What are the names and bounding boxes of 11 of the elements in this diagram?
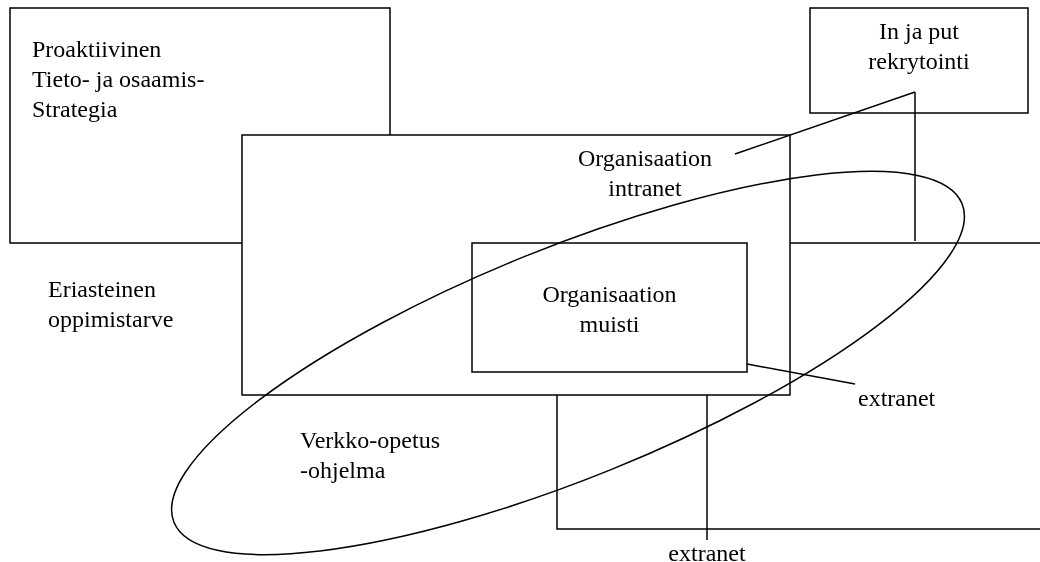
node-text: Organisaation muisti xyxy=(541,280,678,339)
node-text: In ja put rekrytointi xyxy=(867,17,971,76)
node-text: Proaktiivinen Tieto- ja osaamis- Strategia xyxy=(32,35,206,124)
extranet-label: extranet xyxy=(667,539,747,562)
node-text: Organisaation intranet xyxy=(576,144,714,203)
leader-line xyxy=(734,91,916,242)
leader-line xyxy=(746,363,856,385)
extranet-label: extranet xyxy=(858,384,937,413)
leader-line xyxy=(706,394,708,541)
node-text: Verkko-opetus -ohjelma xyxy=(300,426,441,485)
area-label: Eriasteinen oppimistarve xyxy=(48,275,175,334)
